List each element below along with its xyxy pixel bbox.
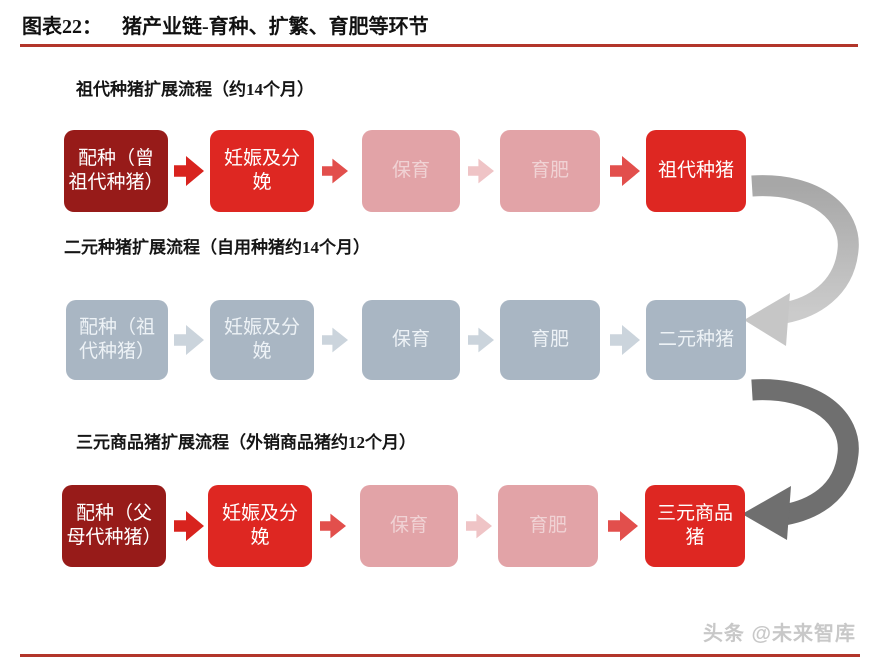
- row1-stage-box-breeding: 配种（曾 祖代种猪）: [64, 130, 168, 212]
- row3-flow-arrow-4-icon: [608, 511, 638, 541]
- row2-flow-arrow-1-icon: [174, 325, 204, 355]
- curve-arrow-row1-to-row2-head-icon: [744, 293, 790, 346]
- curve-arrow-row2-to-row3-body: [751, 379, 859, 526]
- row2-stage-box-output: 二元种猪: [646, 300, 746, 380]
- row3-flow-arrow-1-icon: [174, 511, 204, 541]
- row3-label: 三元商品猪扩展流程（外销商品猪约12个月）: [76, 433, 416, 452]
- row1-stage-box-output: 祖代种猪: [646, 130, 746, 212]
- curve-arrow-row2-to-row3-head-icon: [742, 486, 791, 540]
- row2-flow-arrow-2-icon: [322, 327, 348, 353]
- row3-flow-arrow-3-icon: [466, 513, 492, 539]
- row1-flow-arrow-1-icon: [174, 156, 204, 186]
- row1-label: 祖代种猪扩展流程（约14个月）: [76, 80, 314, 99]
- curve-arrow-row1-to-row2-body: [751, 175, 859, 324]
- page-title: 图表22： 猪产业链-育种、扩繁、育肥等环节: [22, 10, 429, 39]
- row3-stage-box-breeding: 配种（父 母代种猪）: [62, 485, 166, 567]
- row3-stage-box-nursery: 保育: [360, 485, 458, 567]
- row2-stage-box-gestation: 妊娠及分 娩: [210, 300, 314, 380]
- row3-stage-box-output: 三元商品 猪: [645, 485, 745, 567]
- figure-number: 图表22：: [22, 16, 102, 38]
- row1-stage-box-fattening: 育肥: [500, 130, 600, 212]
- row2-label: 二元种猪扩展流程（自用种猪约14个月）: [64, 238, 370, 257]
- row1-flow-arrow-3-icon: [468, 158, 494, 184]
- row3-stage-box-gestation: 妊娠及分 娩: [208, 485, 312, 567]
- row3-flow-arrow-2-icon: [320, 513, 346, 539]
- watermark: 头条 @未来智库: [702, 623, 856, 645]
- bottom-rule: [20, 654, 860, 657]
- row2-flow-arrow-4-icon: [610, 325, 640, 355]
- row2-flow-arrow-3-icon: [468, 327, 494, 353]
- row1-flow-arrow-4-icon: [610, 156, 640, 186]
- row2-stage-box-nursery: 保育: [362, 300, 460, 380]
- title-underline: [20, 44, 858, 47]
- row1-flow-arrow-2-icon: [322, 158, 348, 184]
- row2-stage-box-breeding: 配种（祖 代种猪）: [66, 300, 168, 380]
- figure-title-text: 猪产业链-育种、扩繁、育肥等环节: [122, 16, 429, 38]
- row1-stage-box-nursery: 保育: [362, 130, 460, 212]
- row1-stage-box-gestation: 妊娠及分 娩: [210, 130, 314, 212]
- row2-stage-box-fattening: 育肥: [500, 300, 600, 380]
- row3-stage-box-fattening: 育肥: [498, 485, 598, 567]
